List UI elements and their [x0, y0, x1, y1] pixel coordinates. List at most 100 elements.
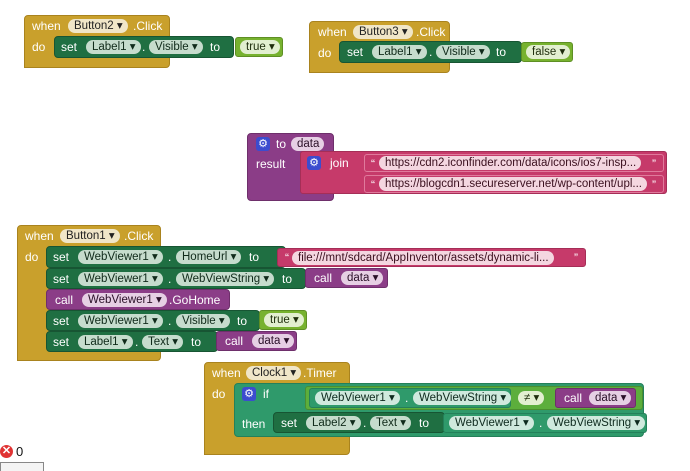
component-dropdown-clock1[interactable]: Clock1 ▾	[246, 366, 302, 380]
to-keyword: to	[276, 137, 287, 151]
procedure-dropdown-data[interactable]: data ▾	[589, 391, 632, 405]
to-keyword: to	[210, 40, 221, 54]
to-keyword: to	[249, 250, 260, 264]
when-keyword: when	[212, 366, 241, 380]
set-keyword: set	[53, 314, 70, 328]
open-quote: “	[285, 251, 289, 265]
compare-operator-dropdown[interactable]: ≠ ▾	[518, 391, 545, 405]
call-data-block[interactable]: call data ▾	[555, 388, 636, 408]
component-dropdown-label2[interactable]: Label2 ▾	[306, 416, 361, 430]
property-dropdown-webviewstring[interactable]: WebViewString ▾	[176, 272, 275, 286]
set-keyword: set	[61, 40, 78, 54]
component-dropdown-webviewer1[interactable]: WebViewer1 ▾	[82, 293, 167, 307]
component-dropdown-webviewer1[interactable]: WebViewer1 ▾	[315, 391, 400, 405]
dot: .	[405, 391, 409, 405]
procedure-dropdown-data[interactable]: data ▾	[341, 271, 384, 285]
when-keyword: when	[25, 229, 54, 243]
set-webviewer1-homeurl-block[interactable]: set WebViewer1 ▾ . HomeUrl ▾ to	[46, 246, 286, 268]
logic-true-block[interactable]: true ▾	[259, 310, 307, 330]
to-keyword: to	[496, 45, 507, 59]
property-dropdown-webviewstring[interactable]: WebViewString ▾	[547, 416, 646, 430]
set-webviewer1-webviewstring-block[interactable]: set WebViewer1 ▾ . WebViewString ▾ to	[46, 268, 306, 289]
dot: .	[142, 40, 146, 54]
webviewer1-webviewstring-getter[interactable]: WebViewer1 ▾ . WebViewString ▾	[443, 413, 647, 433]
component-dropdown-label1[interactable]: Label1 ▾	[78, 335, 133, 349]
dot: .	[429, 45, 433, 59]
do-keyword: do	[25, 250, 39, 264]
method-name: .GoHome	[169, 293, 221, 307]
then-keyword: then	[242, 417, 266, 431]
event-name: .Click	[133, 19, 163, 33]
component-dropdown-webviewer1[interactable]: WebViewer1 ▾	[449, 416, 534, 430]
logic-true-block[interactable]: true ▾	[235, 37, 283, 57]
set-label1-visible-block[interactable]: set Label1 ▾ . Visible ▾ to	[54, 36, 234, 58]
event-name: .Click	[416, 25, 446, 39]
close-quote: ”	[652, 178, 656, 192]
text-value-field[interactable]: https://cdn2.iconfinder.com/data/icons/i…	[379, 156, 642, 170]
boolean-dropdown[interactable]: false ▾	[526, 45, 571, 59]
set-label1-visible-block[interactable]: set Label1 ▾ . Visible ▾ to	[339, 41, 522, 63]
property-dropdown-visible[interactable]: Visible ▾	[176, 314, 230, 328]
to-keyword: to	[419, 416, 430, 430]
boolean-dropdown[interactable]: true ▾	[240, 40, 280, 54]
workspace-scrollbar[interactable]	[0, 462, 44, 471]
boolean-dropdown[interactable]: true ▾	[264, 313, 304, 327]
if-keyword: if	[263, 387, 269, 401]
result-keyword: result	[256, 157, 286, 171]
component-dropdown-button2[interactable]: Button2 ▾	[68, 19, 128, 33]
component-dropdown-webviewer1[interactable]: WebViewer1 ▾	[78, 272, 163, 286]
call-webviewer1-gohome-block[interactable]: call WebViewer1 ▾ .GoHome	[46, 289, 230, 310]
call-keyword: call	[225, 334, 244, 348]
error-count: 0	[16, 444, 24, 459]
call-data-block[interactable]: call data ▾	[216, 331, 297, 351]
dot: .	[135, 335, 139, 349]
webviewer1-webviewstring-getter[interactable]: WebViewer1 ▾ . WebViewString ▾	[309, 388, 512, 408]
text-value-field[interactable]: https://blogcdn1.secureserver.net/wp-con…	[379, 177, 647, 191]
component-dropdown-button1[interactable]: Button1 ▾	[60, 229, 120, 243]
error-icon[interactable]: ✕	[0, 445, 13, 458]
to-keyword: to	[237, 314, 248, 328]
component-dropdown-webviewer1[interactable]: WebViewer1 ▾	[78, 314, 163, 328]
procedure-name-field[interactable]: data	[291, 137, 325, 151]
property-dropdown-visible[interactable]: Visible ▾	[436, 45, 490, 59]
when-keyword: when	[318, 25, 347, 39]
set-label1-text-block[interactable]: set Label1 ▾ . Text ▾ to	[46, 331, 218, 352]
property-dropdown-text[interactable]: Text ▾	[370, 416, 412, 430]
call-keyword: call	[564, 391, 583, 405]
dot: .	[539, 416, 543, 430]
property-dropdown-homeurl[interactable]: HomeUrl ▾	[176, 250, 242, 264]
set-label2-text-block[interactable]: set Label2 ▾ . Text ▾ to	[273, 412, 445, 433]
text-value-field[interactable]: file:///mnt/sdcard/AppInventor/assets/dy…	[292, 251, 554, 265]
text-string-block[interactable]: “ https://cdn2.iconfinder.com/data/icons…	[364, 154, 664, 172]
do-keyword: do	[212, 387, 226, 401]
gear-icon[interactable]: ⚙	[307, 156, 321, 170]
call-data-block[interactable]: call data ▾	[305, 268, 388, 288]
text-string-block[interactable]: “ file:///mnt/sdcard/AppInventor/assets/…	[277, 248, 586, 267]
dot: .	[168, 314, 172, 328]
when-keyword: when	[32, 19, 61, 33]
close-quote: ”	[652, 157, 656, 171]
event-name: .Timer	[303, 366, 337, 380]
do-keyword: do	[32, 40, 46, 54]
gear-icon[interactable]: ⚙	[242, 387, 256, 401]
logic-false-block[interactable]: false ▾	[521, 42, 573, 62]
set-webviewer1-visible-block[interactable]: set WebViewer1 ▾ . Visible ▾ to	[46, 310, 260, 331]
join-keyword: join	[330, 156, 349, 170]
do-keyword: do	[318, 46, 332, 60]
call-keyword: call	[55, 293, 74, 307]
set-keyword: set	[281, 416, 298, 430]
text-string-block[interactable]: “ https://blogcdn1.secureserver.net/wp-c…	[364, 175, 664, 193]
open-quote: “	[371, 157, 375, 171]
component-dropdown-label1[interactable]: Label1 ▾	[372, 45, 427, 59]
component-dropdown-label1[interactable]: Label1 ▾	[86, 40, 141, 54]
component-dropdown-webviewer1[interactable]: WebViewer1 ▾	[78, 250, 163, 264]
gear-icon[interactable]: ⚙	[256, 137, 270, 151]
open-quote: “	[371, 178, 375, 192]
property-dropdown-visible[interactable]: Visible ▾	[149, 40, 203, 54]
set-keyword: set	[347, 45, 364, 59]
property-dropdown-text[interactable]: Text ▾	[142, 335, 184, 349]
procedure-dropdown-data[interactable]: data ▾	[252, 334, 295, 348]
property-dropdown-webviewstring[interactable]: WebViewString ▾	[413, 391, 512, 405]
component-dropdown-button3[interactable]: Button3 ▾	[353, 25, 413, 39]
event-name: .Click	[124, 229, 154, 243]
